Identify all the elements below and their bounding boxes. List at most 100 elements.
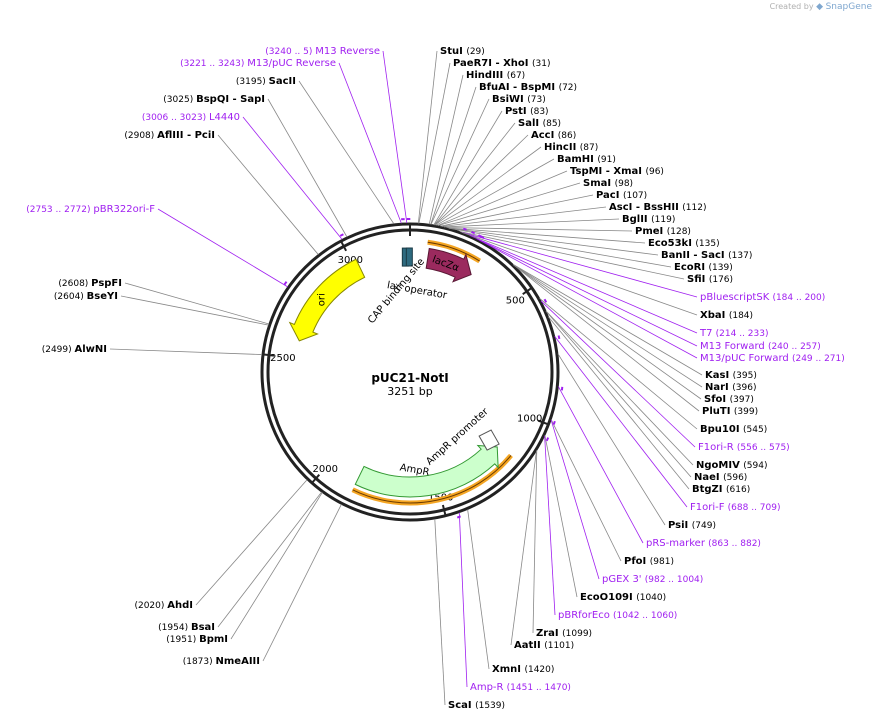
plasmid-length: 3251 bp (387, 385, 432, 398)
leader-line-acci (434, 134, 529, 226)
label-psii-r-35[interactable]: PsiI (749) (557, 353, 716, 531)
label-afliii-pcii-l-5[interactable]: (2908) AflIII - PciI (124, 130, 319, 255)
leader-line-stui (417, 50, 438, 224)
leader-line-zrai (532, 450, 538, 634)
label-f1ori-f-r-34[interactable]: F1ori-F (688 .. 709) (554, 335, 781, 513)
label-btgzi-r-33[interactable]: BtgZI (616) (548, 316, 750, 495)
label-ngomiv-r-31[interactable]: NgoMIV (594) (545, 310, 768, 471)
leader-line-asci-bsshii (441, 206, 607, 227)
label-acci-r-7[interactable]: AccI (86) (434, 130, 577, 226)
label-asci-bsshii-r-13[interactable]: AscI - BssHII (112) (441, 202, 706, 227)
label-bspqi-sapi-l-3[interactable]: (3025) BspQI - SapI (163, 94, 348, 238)
label-scai-r-45[interactable]: ScaI (1539) (434, 518, 505, 711)
tick-mark-2000 (311, 473, 321, 483)
label-prs-marker-r-36[interactable]: pRS-marker (863 .. 882) (557, 386, 761, 549)
ampr-label: AmpR (399, 462, 430, 478)
label-smai-r-11[interactable]: SmaI (98) (437, 178, 633, 227)
label-bamhi-r-9[interactable]: BamHI (91) (435, 154, 616, 226)
label-bglii-r-14[interactable]: BglII (119) (443, 214, 675, 228)
primer-site-pbr322ori-f (283, 281, 288, 286)
label-bfuai-bspmi-r-3[interactable]: BfuAI - BspMI (72) (430, 82, 577, 225)
label-pbr322ori-f-l-6[interactable]: (2753 .. 2772) pBR322ori-F (26, 204, 288, 288)
label-text-naei: NaeI (596) (694, 472, 747, 483)
label-pspfi-l-7[interactable]: (2608) PspFI (58, 278, 270, 325)
label-pfoi-r-37[interactable]: PfoI (981) (550, 419, 674, 567)
label-bsai-l-11[interactable]: (1954) BsaI (158, 491, 322, 633)
label-ecoo109i-r-39[interactable]: EcoO109I (1040) (544, 435, 666, 603)
tick-label-2000: 2000 (313, 464, 338, 475)
leader-line-pbr322ori-f (157, 208, 288, 288)
label-text-hindiii: HindIII (67) (466, 70, 525, 81)
label-pmei-r-15[interactable]: PmeI (128) (446, 226, 691, 237)
label-f1ori-r-r-30[interactable]: F1ori-R (556 .. 575) (540, 298, 790, 453)
label-l4440-l-4[interactable]: (3006 .. 3023) L4440 (142, 112, 344, 240)
label-text-m13-puc-reverse: (3221 .. 3243) M13/pUC Reverse (180, 58, 336, 69)
label-xbai-r-21[interactable]: XbaI (184) (461, 231, 753, 321)
label-pbrforeco-r-40[interactable]: pBRforEco (1042 .. 1060) (544, 435, 678, 621)
leader-line-pbluescriptsk (461, 231, 698, 298)
label-text-eco53ki: Eco53kI (135) (648, 238, 720, 249)
label-text-psii: PsiI (749) (668, 520, 716, 531)
label-sacii-l-2[interactable]: (3195) SacII (236, 76, 395, 225)
label-psti-r-5[interactable]: PstI (83) (433, 106, 549, 226)
label-xmni-r-43[interactable]: XmnI (1420) (467, 509, 555, 675)
label-nari-r-26[interactable]: NarI (396) (513, 264, 756, 393)
lac-operator-box (405, 247, 413, 267)
label-bseyi-l-8[interactable]: (2604) BseYI (54, 291, 269, 326)
leader-line-psti (433, 110, 503, 226)
label-hincii-r-8[interactable]: HincII (87) (434, 142, 598, 226)
label-paci-r-12[interactable]: PacI (107) (440, 190, 648, 227)
label-m13-puc-reverse-l-1[interactable]: (3221 .. 3243) M13/pUC Reverse (180, 58, 405, 224)
label-eco53ki-r-16[interactable]: Eco53kI (135) (448, 227, 720, 249)
label-ecori-r-18[interactable]: EcoRI (139) (449, 227, 733, 273)
label-aatii-r-42[interactable]: AatII (1101) (510, 450, 574, 651)
label-bpu10i-r-29[interactable]: Bpu10I (545) (539, 297, 767, 435)
label-text-bsiwi: BsiWI (73) (492, 94, 546, 105)
label-pgex-3-r-38[interactable]: pGEX 3' (982 .. 1004) (550, 419, 703, 585)
ampr-promoter-arrow (478, 429, 500, 451)
label-text-amp-r: Amp-R (1451 .. 1470) (470, 682, 571, 693)
label-nmeaiii-l-13[interactable]: (1873) NmeAIII (183, 504, 342, 667)
label-text-t7: T7 (214 .. 233) (699, 328, 768, 339)
leader-line-bsai (217, 491, 322, 628)
label-pbluescriptsk-r-20[interactable]: pBluescriptSK (184 .. 200) (461, 227, 825, 303)
ampr-arrow (354, 444, 499, 498)
label-text-bpu10i: Bpu10I (545) (700, 424, 767, 435)
label-hindiii-r-2[interactable]: HindIII (67) (428, 70, 525, 225)
leader-line-naei (545, 311, 692, 478)
primer-site-t7 (471, 230, 476, 235)
primer-site-m13-puc-forward (480, 235, 485, 239)
label-text-psti: PstI (83) (505, 106, 549, 117)
label-m13-puc-forward-r-24[interactable]: M13/pUC Forward (249 .. 271) (478, 235, 845, 364)
label-kasi-r-25[interactable]: KasI (395) (512, 264, 757, 381)
label-t7-r-22[interactable]: T7 (214 .. 233) (469, 230, 769, 339)
label-zrai-r-41[interactable]: ZraI (1099) (532, 450, 592, 639)
label-banii-saci-r-17[interactable]: BanII - SacI (137) (448, 227, 752, 261)
leader-line-tspmi-xmai (437, 170, 568, 226)
label-sali-r-6[interactable]: SalI (85) (434, 118, 561, 226)
label-text-paer7i-xhoi: PaeR7I - XhoI (31) (453, 58, 550, 69)
label-text-m13-reverse: (3240 .. 5) M13 Reverse (265, 46, 380, 57)
label-bpmi-l-12[interactable]: (1951) BpmI (166, 492, 323, 645)
primer-site-pbluescriptsk (462, 227, 467, 231)
label-sfoi-r-27[interactable]: SfoI (397) (513, 264, 754, 405)
label-sfii-r-19[interactable]: SfiI (176) (459, 231, 733, 285)
label-text-prs-marker: pRS-marker (863 .. 882) (646, 538, 761, 549)
label-text-f1ori-f: F1ori-F (688 .. 709) (690, 502, 781, 513)
label-text-kasi: KasI (395) (705, 370, 757, 381)
label-text-pspfi: (2608) PspFI (58, 278, 122, 289)
label-m13-reverse-l-0[interactable]: (3240 .. 5) M13 Reverse (265, 46, 411, 224)
label-ahdi-l-10[interactable]: (2020) AhdI (134, 479, 308, 611)
leader-line-m13-puc-forward (478, 239, 698, 359)
primer-site-f1ori-r (543, 298, 548, 303)
label-text-pmei: PmeI (128) (635, 226, 691, 237)
label-naei-r-32[interactable]: NaeI (596) (545, 311, 747, 483)
label-alwni-l-9[interactable]: (2499) AlwNI (42, 344, 263, 355)
label-bsiwi-r-4[interactable]: BsiWI (73) (430, 94, 546, 225)
leader-line-psii (557, 353, 666, 526)
label-paer7i-xhoi-r-1[interactable]: PaeR7I - XhoI (31) (418, 58, 551, 224)
label-stui-r-0[interactable]: StuI (29) (417, 46, 485, 224)
label-pluti-r-28[interactable]: PluTI (399) (513, 264, 758, 417)
label-tspmi-xmai-r-10[interactable]: TspMI - XmaI (96) (437, 166, 664, 226)
label-amp-r-r-44[interactable]: Amp-R (1451 .. 1470) (456, 512, 571, 693)
